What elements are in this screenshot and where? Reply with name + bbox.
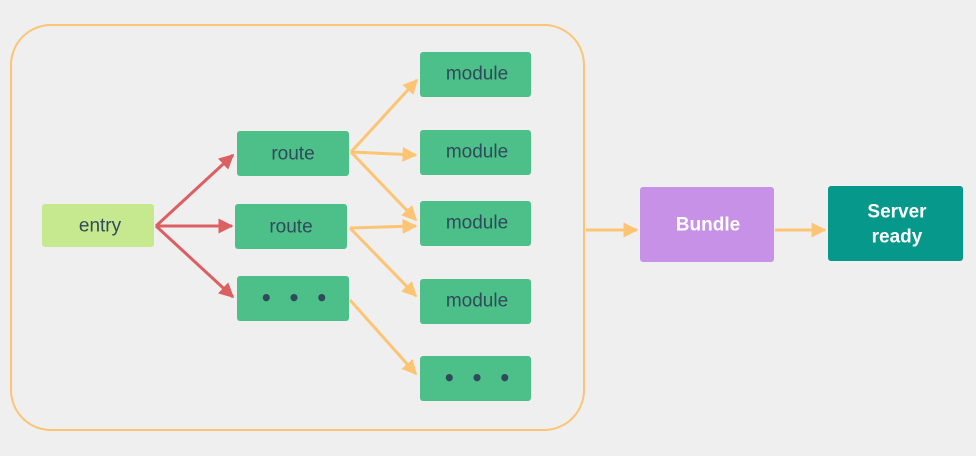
route-label-3: • • • (260, 286, 332, 310)
module-node-3: module (420, 201, 531, 246)
route-node-2: route (235, 204, 347, 249)
arrow-route-1-to-module-2 (350, 146, 418, 162)
module-node-4: module (420, 279, 531, 324)
module-label-3: module (446, 213, 508, 234)
arrow-route-1-to-module-1 (349, 78, 419, 154)
module-label-5: • • • (443, 366, 515, 390)
arrow-entry-to-route-1 (154, 153, 235, 228)
route-label-1: route (271, 144, 314, 165)
module-node-5: • • • (420, 356, 531, 401)
entry-label: entry (79, 216, 122, 237)
arrow-route-3-to-module-5 (348, 299, 418, 376)
server-ready-node: Server ready (828, 186, 963, 261)
server-label-line-1: Server (867, 202, 927, 223)
module-label-2: module (446, 142, 508, 163)
route-node-1: route (237, 131, 349, 176)
arrow-route-2-to-module-3 (349, 218, 418, 234)
module-node-2: module (420, 130, 531, 175)
arrow-route-1-to-module-3 (349, 150, 418, 222)
bundle-label: Bundle (676, 215, 740, 236)
route-node-3: • • • (237, 276, 349, 321)
module-node-1: module (420, 52, 531, 97)
server-label-line-2: ready (872, 227, 923, 248)
module-label-4: module (446, 291, 508, 312)
dependency-graph-frame (10, 24, 585, 431)
module-label-1: module (446, 64, 508, 85)
entry-node: entry (42, 204, 154, 247)
route-label-2: route (269, 217, 312, 238)
arrow-route-2-to-module-4 (348, 226, 418, 298)
arrow-entry-to-route-3 (154, 224, 235, 299)
bundle-node: Bundle (640, 187, 774, 262)
